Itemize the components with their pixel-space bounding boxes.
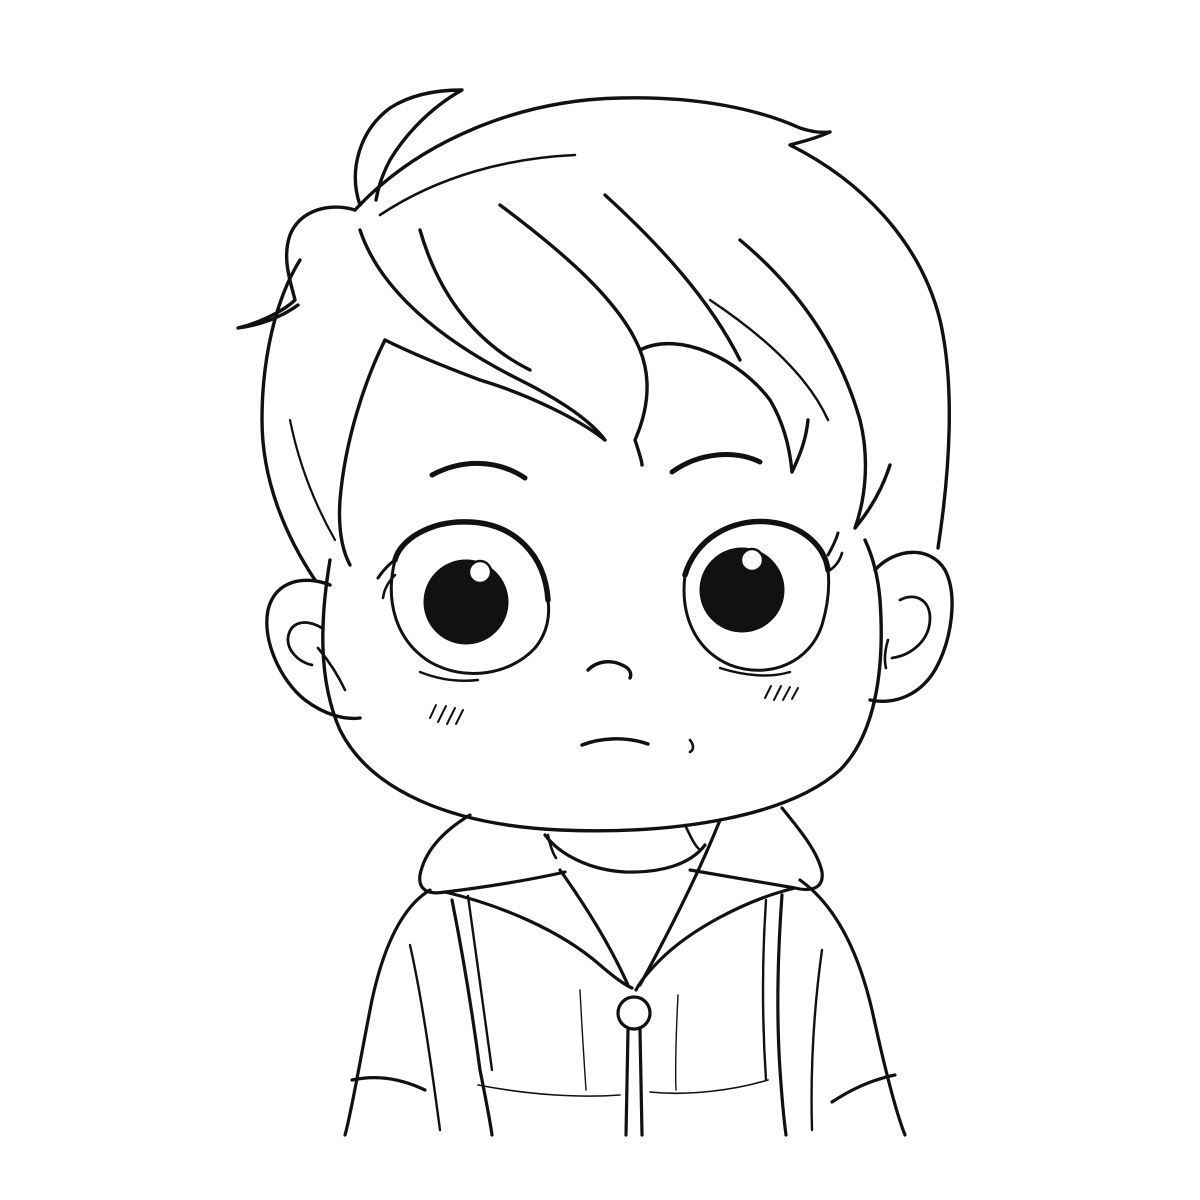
left-eye-lash-2 xyxy=(381,573,397,600)
bang-strand-1 xyxy=(358,228,607,442)
pocket-left xyxy=(477,1084,621,1097)
right-sleeve-line xyxy=(830,1073,897,1104)
hoodie xyxy=(343,806,907,1137)
right-ear-inner xyxy=(890,595,932,660)
backpack-strap-left-edge xyxy=(466,894,494,1072)
zipper-pull xyxy=(616,995,652,1031)
right-eye-lash xyxy=(826,531,840,557)
left-ear-fold xyxy=(316,646,347,692)
left-eye-under xyxy=(418,670,480,682)
hoodie-right-side xyxy=(798,878,907,1137)
right-eye-under xyxy=(718,666,792,677)
bang-strand-2b xyxy=(418,228,532,372)
face-outline xyxy=(321,538,883,833)
right-eye-outline-top xyxy=(682,518,831,578)
bang-strand-2 xyxy=(498,203,649,467)
left-ear-inner xyxy=(286,621,324,667)
left-eyebrow xyxy=(429,460,528,481)
bang-strand-3b xyxy=(603,193,742,362)
head xyxy=(265,538,954,833)
nose xyxy=(586,660,633,680)
hair-tuft-top xyxy=(353,88,464,207)
backpack-strap-right xyxy=(776,893,788,1137)
bang-strand-right xyxy=(738,238,892,530)
left-eye-lash xyxy=(376,558,397,580)
hood-fold-left xyxy=(443,890,634,990)
neck-right xyxy=(683,823,702,852)
right-pupil xyxy=(699,547,785,633)
left-ear xyxy=(265,578,362,721)
hood-fold-right xyxy=(634,886,797,992)
pocket-right xyxy=(649,1079,769,1095)
right-blush xyxy=(764,685,799,701)
zipper-line-right xyxy=(638,1028,644,1137)
hood-v-right xyxy=(638,818,722,987)
right-sleeve-inner xyxy=(810,948,824,1132)
right-ear xyxy=(868,550,954,703)
face-features xyxy=(376,452,844,754)
hair-outline xyxy=(353,96,951,550)
right-eye-lash-2 xyxy=(828,551,844,572)
neck-left xyxy=(546,833,558,860)
right-ear-fold xyxy=(883,638,890,670)
bang-strand-3 xyxy=(638,341,810,474)
left-blush xyxy=(429,704,464,725)
right-eye-highlight xyxy=(739,547,765,573)
hood-left xyxy=(418,813,567,895)
zipper-line-left xyxy=(624,1028,630,1137)
hair-strand-top xyxy=(378,153,577,217)
fold-line-2 xyxy=(674,994,679,1091)
hood-v-left xyxy=(558,868,630,987)
shirt-collar xyxy=(543,833,707,874)
hair-strand-right-inner xyxy=(708,298,830,422)
backpack-strap-left xyxy=(450,898,494,1137)
hair-strand-side-thin xyxy=(288,418,337,542)
hoodie-left-side xyxy=(343,888,432,1137)
fold-line-1 xyxy=(579,989,587,1091)
left-eye-outline-top xyxy=(392,519,551,603)
bang-strand-left xyxy=(337,338,387,567)
left-pupil xyxy=(423,559,509,645)
left-sleeve-inner xyxy=(408,943,442,1132)
mouth xyxy=(580,737,650,747)
hair-left-side xyxy=(260,258,317,582)
right-eyebrow xyxy=(669,452,763,475)
hood-right xyxy=(688,806,824,892)
left-eye-highlight xyxy=(467,559,493,585)
left-sleeve-line xyxy=(350,1076,427,1092)
backpack-strap-right-edge xyxy=(761,898,768,1082)
right-eye-outline xyxy=(682,568,831,672)
left-eye-outline xyxy=(389,558,551,675)
dimple xyxy=(688,738,695,754)
hair-side-curl xyxy=(236,205,357,330)
hair xyxy=(236,88,951,582)
